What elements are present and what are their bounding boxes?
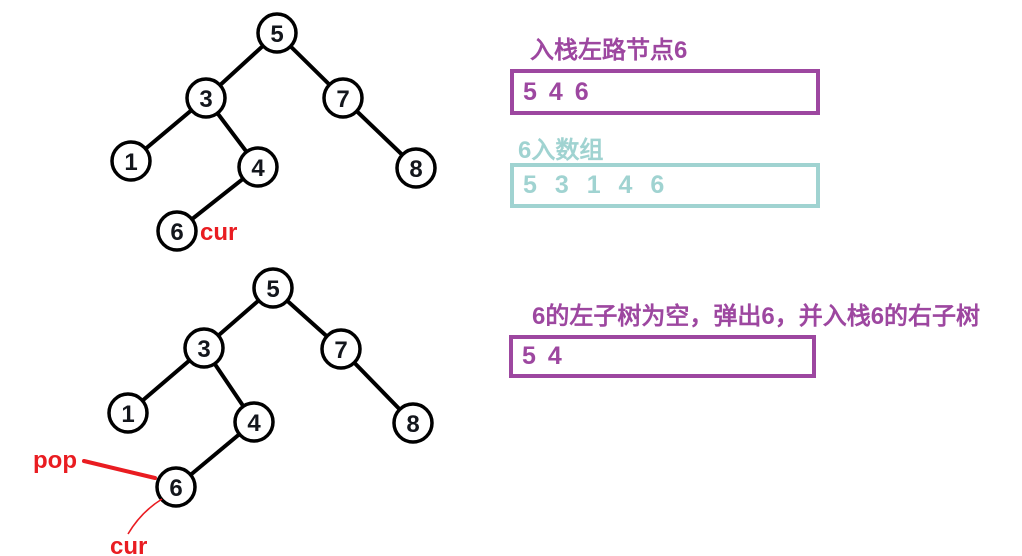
tree-node-circle bbox=[183, 327, 225, 369]
bottom-tree-nodes: 5 3 7 1 4 8 6 bbox=[107, 267, 434, 508]
top-tree-nodes: 5 3 7 1 4 8 6 bbox=[110, 12, 437, 252]
tree-node-value: 3 bbox=[199, 86, 212, 113]
bottom-tree-edges bbox=[126, 286, 415, 489]
tree-node-value: 6 bbox=[169, 475, 182, 502]
tree-node-circle bbox=[237, 146, 279, 188]
stack-step-title: 入栈左路节点6 bbox=[530, 37, 688, 64]
tree-node-circle bbox=[233, 401, 275, 443]
tree-node-circle bbox=[110, 140, 152, 182]
tree-node-circle bbox=[107, 392, 149, 434]
tree-node-value: 4 bbox=[247, 410, 261, 437]
tree-node-circle bbox=[322, 77, 364, 119]
tree-node-value: 4 bbox=[251, 155, 265, 182]
tree-node-circle bbox=[156, 210, 198, 252]
pop-pointer-label: pop bbox=[33, 447, 77, 474]
tree-node-value: 8 bbox=[406, 411, 419, 438]
tree-node-value: 7 bbox=[334, 337, 347, 364]
tree-node-value: 1 bbox=[124, 149, 137, 176]
stack-contents-box: 5 4 bbox=[509, 335, 816, 378]
tree-node-value: 6 bbox=[170, 219, 183, 246]
pop-pointer-line bbox=[82, 459, 157, 480]
cur-pointer-curve bbox=[127, 498, 163, 535]
stack-step-title: 6的左子树为空，弹出6，并入栈6的右子树 bbox=[532, 303, 981, 330]
bottom-tree: 5 3 7 1 4 8 6 pop cur bbox=[33, 267, 434, 556]
tree-node-circle bbox=[395, 147, 437, 189]
tree-node-circle bbox=[155, 466, 197, 508]
top-tree-edges bbox=[129, 31, 418, 233]
tree-node-value: 3 bbox=[197, 336, 210, 363]
tree-node-circle bbox=[392, 402, 434, 444]
tree-node-circle bbox=[320, 328, 362, 370]
cur-pointer-label: cur bbox=[200, 219, 237, 246]
stack-contents-box: 5 4 6 bbox=[510, 69, 820, 115]
tree-node-circle bbox=[252, 267, 294, 309]
top-tree: 5 3 7 1 4 8 6 cur bbox=[110, 12, 437, 252]
tree-node-value: 1 bbox=[121, 401, 134, 428]
tree-node-value: 8 bbox=[409, 156, 422, 183]
array-step-title: 6入数组 bbox=[518, 137, 604, 164]
tree-node-value: 7 bbox=[336, 86, 349, 113]
tree-node-value: 5 bbox=[266, 276, 279, 303]
tree-node-value: 5 bbox=[270, 21, 283, 48]
tree-node-circle bbox=[185, 77, 227, 119]
tree-node-circle bbox=[256, 12, 298, 54]
array-contents-box: 5 3 1 4 6 bbox=[510, 163, 820, 208]
cur-pointer-label: cur bbox=[110, 533, 147, 556]
